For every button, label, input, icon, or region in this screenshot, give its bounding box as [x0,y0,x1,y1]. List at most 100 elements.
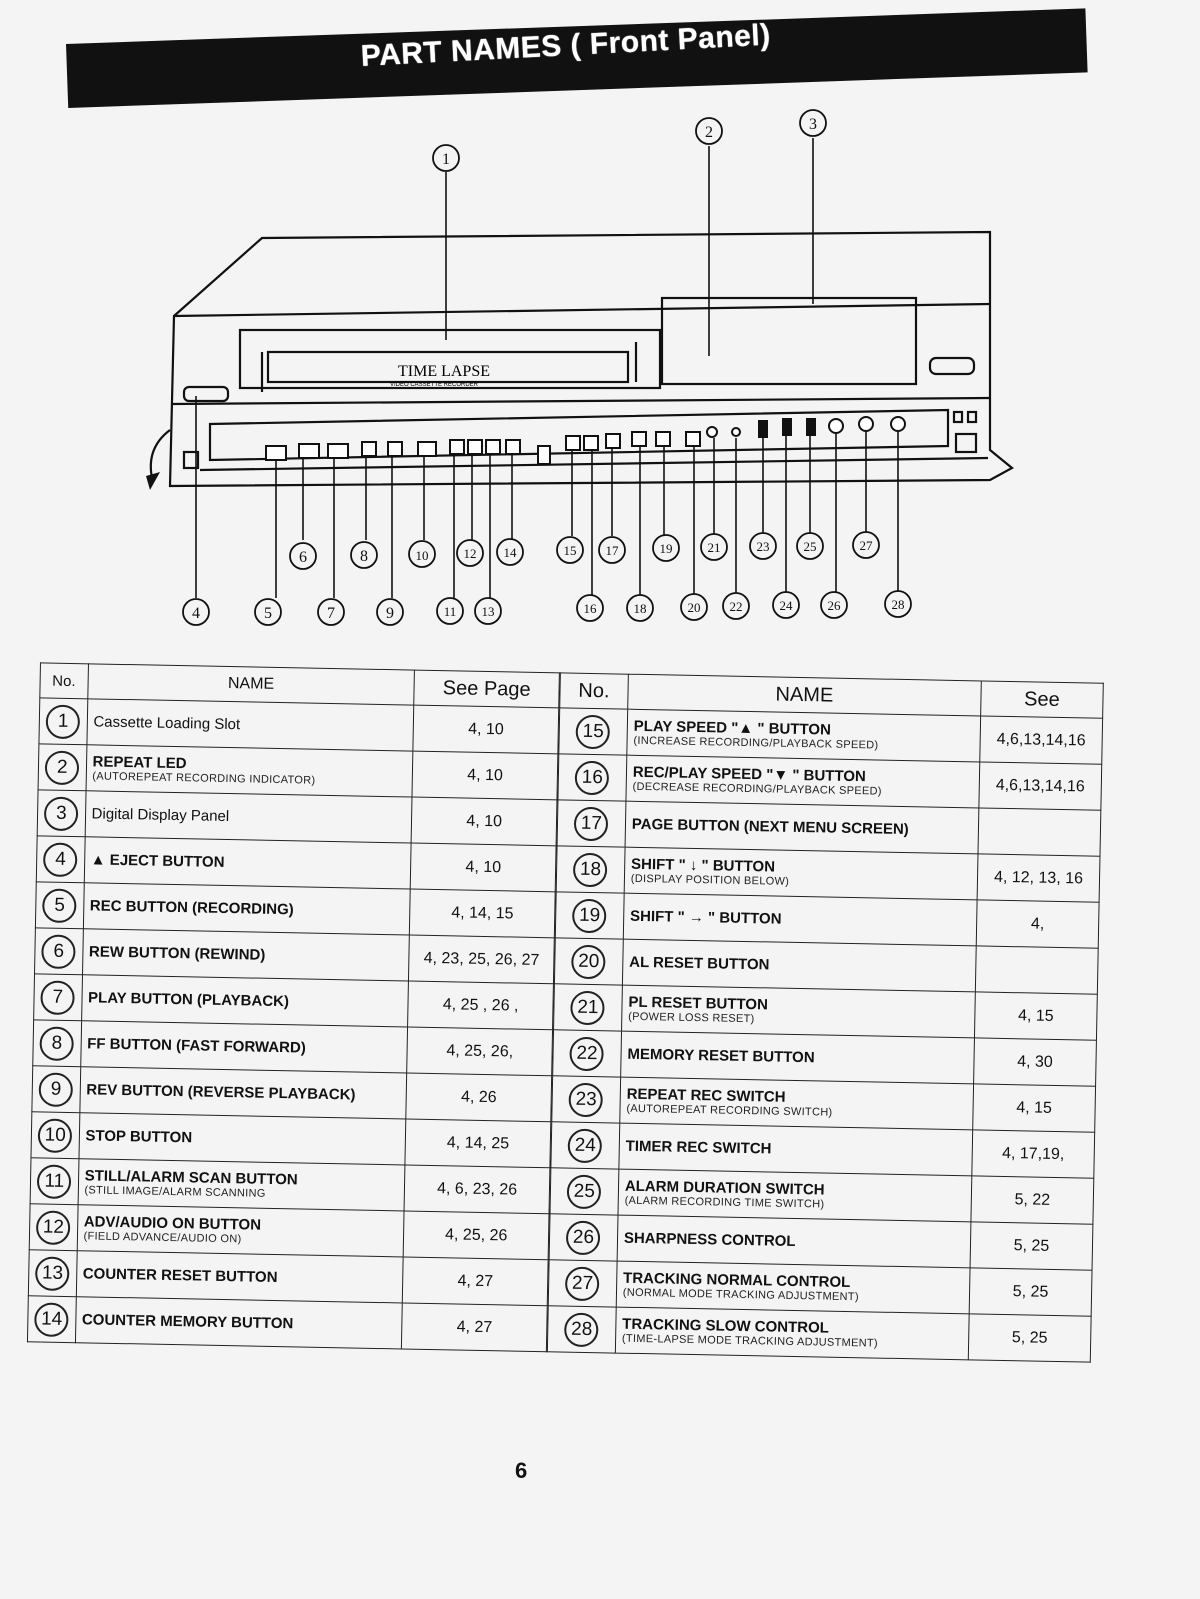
row-number-cell: 27 [548,1259,617,1308]
see-page-cell: 4, 25 , 26 , [407,981,554,1030]
see-page-cell: 4, 10 [411,797,557,846]
part-name: REW BUTTON (REWIND) [88,943,266,964]
see-page-cell: 4, 12, 13, 16 [977,853,1100,903]
part-name: FF BUTTON (FAST FORWARD) [87,1035,306,1057]
row-number: 15 [575,714,611,749]
header-page: See [980,680,1104,719]
row-number-cell: 17 [557,799,626,848]
row-number: 21 [570,990,606,1025]
row-number: 10 [37,1117,73,1153]
callout-7: 7 [327,605,335,622]
callout-23: 23 [757,539,770,554]
callout-20: 20 [688,600,701,615]
part-name: ▲ EJECT BUTTON [90,851,225,871]
part-description: (ALARM RECORDING TIME SWITCH) [624,1194,825,1211]
callout-6: 6 [299,549,307,566]
header-no: No. [559,672,629,710]
callout-21: 21 [708,540,721,555]
callout-9: 9 [386,605,394,622]
header-page: See Page [414,670,560,708]
part-name-cell: SHIFT " ↓ " BUTTON(DISPLAY POSITION BELO… [624,847,978,900]
part-name: REPEAT LED [92,753,187,773]
row-number: 11 [36,1163,72,1199]
row-number-cell: 24 [550,1121,620,1170]
callout-19: 19 [660,541,673,556]
part-description: (AUTOREPEAT RECORDING SWITCH) [626,1102,833,1119]
part-description: (TIME-LAPSE MODE TRACKING ADJUSTMENT) [621,1332,879,1350]
see-page-cell: 4, 15 [972,1083,1096,1133]
row-number-cell: 15 [558,707,628,756]
callout-5: 5 [264,605,272,622]
part-name-cell: MEMORY RESET BUTTON [620,1031,975,1084]
part-name-cell: ADV/AUDIO ON BUTTON(FIELD ADVANCE/AUDIO … [76,1204,405,1257]
part-name: STOP BUTTON [85,1127,193,1147]
part-description: (INCREASE RECORDING/PLAYBACK SPEED) [633,734,879,752]
see-page-cell: 5, 25 [969,1267,1093,1317]
part-name-cell: REC BUTTON (RECORDING) [82,882,411,936]
see-page-cell: 4, 14, 15 [409,889,556,938]
see-page-cell: 4, 6, 23, 26 [404,1164,550,1214]
see-page-cell: 4, 26 [406,1073,552,1122]
part-name-cell: TRACKING SLOW CONTROL(TIME-LAPSE MODE TR… [615,1307,970,1360]
see-page-cell: 4, 15 [974,991,1098,1041]
part-name-cell: TIMER REC SWITCH [618,1123,973,1176]
part-name-cell: REV BUTTON (REVERSE PLAYBACK) [79,1066,407,1119]
row-number-cell: 22 [552,1029,622,1078]
row-number: 14 [34,1301,69,1337]
row-number: 5 [42,887,77,923]
part-name-cell: REPEAT LED(AUTOREPEAT RECORDING INDICATO… [85,744,414,798]
row-number-cell: 25 [550,1167,619,1216]
part-name-cell: REC/PLAY SPEED "▼ " BUTTON(DECREASE RECO… [625,755,980,808]
part-name-cell: TRACKING NORMAL CONTROL(NORMAL MODE TRAC… [616,1261,970,1314]
row-number-cell: 14 [27,1295,76,1343]
row-number: 17 [574,806,609,841]
part-name: SHARPNESS CONTROL [623,1229,796,1250]
row-number: 8 [39,1025,75,1061]
row-number-cell: 20 [554,937,624,986]
row-number: 2 [44,750,80,785]
row-number: 6 [41,933,77,969]
callout-10: 10 [416,548,429,563]
see-page-cell: 4, 25, 26, [406,1027,553,1076]
part-description: (STILL IMAGE/ALARM SCANNING [84,1184,266,1200]
see-page-cell: 4, 17,19, [971,1129,1095,1179]
vcr-front-panel-diagram: TIME LAPSE VIDEO CASSETTE RECORDER [146,109,1014,626]
callout-22: 22 [730,599,743,614]
see-page-cell [977,807,1101,857]
row-number: 4 [43,841,78,877]
row-number: 26 [566,1220,601,1255]
callout-1: 1 [442,151,450,168]
part-description: (DECREASE RECORDING/PLAYBACK SPEED) [632,780,882,798]
part-name: Cassette Loading Slot [93,713,241,734]
row-number: 9 [38,1071,74,1107]
callout-3: 3 [809,116,817,133]
part-name-cell: ▲ EJECT BUTTON [83,836,412,890]
row-number: 1 [45,704,81,739]
callout-16: 16 [584,601,598,616]
callout-26: 26 [828,598,842,613]
callout-24: 24 [780,598,794,613]
callout-17: 17 [606,543,620,558]
part-name: REC BUTTON (RECORDING) [89,897,294,919]
part-name-cell: ALARM DURATION SWITCH(ALARM RECORDING TI… [617,1169,972,1222]
callout-25: 25 [804,539,817,554]
see-page-cell: 4, 10 [412,751,558,800]
row-number-cell: 10 [30,1111,80,1159]
see-page-cell: 4,6,13,14,16 [978,761,1102,811]
part-name: AL RESET BUTTON [629,953,770,974]
see-page-cell: 4, 14, 25 [405,1118,551,1168]
see-page-cell: 5, 25 [969,1221,1093,1271]
part-name-cell: COUNTER MEMORY BUTTON [74,1296,403,1349]
row-number: 3 [44,795,79,831]
row-number-cell: 6 [34,927,83,975]
row-number: 22 [569,1036,605,1071]
callout-11: 11 [444,604,457,619]
see-page-cell: 4,6,13,14,16 [979,715,1103,765]
row-number: 19 [572,898,607,933]
see-page-cell: 4, 10 [410,843,557,892]
part-name-cell: FF BUTTON (FAST FORWARD) [80,1020,408,1074]
model-subtext: VIDEO CASSETTE RECORDER [390,382,479,388]
see-page-cell: 5, 25 [968,1313,1092,1363]
